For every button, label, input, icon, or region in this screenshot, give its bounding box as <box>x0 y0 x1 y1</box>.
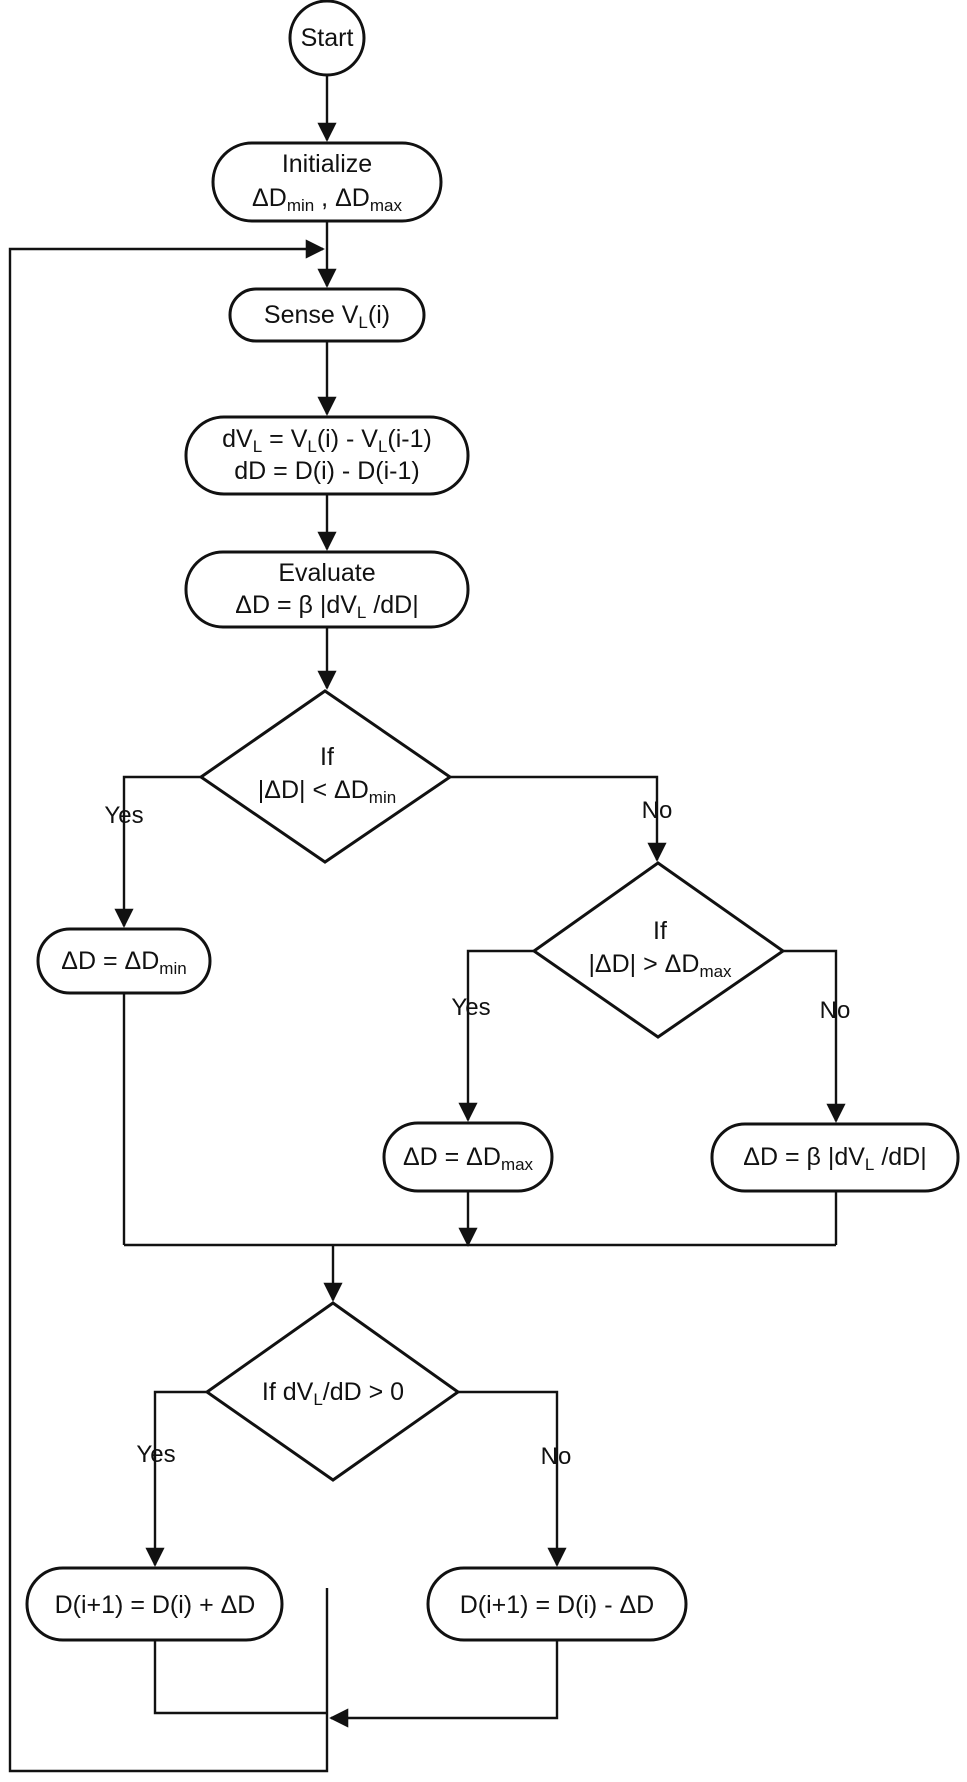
decision-delta-min-yes-label: Yes <box>104 802 143 829</box>
difference-node: dVL = VL(i) - VL(i-1) dD = D(i) - D(i-1) <box>184 415 470 496</box>
edge-dec2-yes <box>458 949 534 1122</box>
edge-dec1-no <box>450 775 667 862</box>
edge-dec3-yes <box>145 1390 207 1567</box>
decision-delta-min: If |ΔD| < ΔDmin <box>198 689 453 864</box>
edge-loop-back <box>8 239 329 1773</box>
edge-dec3-no <box>458 1390 567 1567</box>
increment-duty-label: D(i+1) = D(i) + ΔD <box>55 1591 256 1619</box>
decision-slope-sign-no-label: No <box>541 1443 572 1470</box>
edge-labels: Yes No Yes No Yes No <box>104 797 850 1470</box>
decision-delta-min-no-label: No <box>642 797 673 824</box>
decision-delta-max-if: If <box>653 917 667 945</box>
start-label: Start <box>301 24 354 52</box>
decision-delta-max-no-label: No <box>820 997 851 1024</box>
difference-voltage: dVL = VL(i) - VL(i-1) <box>222 425 432 456</box>
decision-slope-sign-condition: If dVL/dD > 0 <box>262 1378 404 1409</box>
edge-dec-down <box>329 1640 559 1728</box>
increment-duty-node: D(i+1) = D(i) + ΔD <box>25 1566 284 1642</box>
decision-delta-max-yes-label: Yes <box>451 994 490 1021</box>
decision-slope-sign: If dVL/dD > 0 <box>204 1301 461 1482</box>
decision-delta-min-if: If <box>320 743 334 771</box>
evaluate-formula: ΔD = β |dVL /dD| <box>235 591 418 622</box>
decision-delta-max-condition: |ΔD| > ΔDmax <box>588 950 732 981</box>
initialize-title: Initialize <box>282 150 372 178</box>
edge-inc-down <box>153 1640 327 1715</box>
evaluate-node: Evaluate ΔD = β |dVL /dD| <box>184 550 470 629</box>
initialize-node: Initialize ΔDmin , ΔDmax <box>211 141 443 223</box>
start-node: Start <box>288 0 366 77</box>
edge-dec2-no <box>783 949 846 1123</box>
edges <box>8 75 846 1773</box>
set-delta-max-node: ΔD = ΔDmax <box>382 1121 554 1193</box>
set-delta-max-label: ΔD = ΔDmax <box>403 1143 534 1174</box>
sense-node: Sense VL(i) <box>228 287 426 343</box>
initialize-params: ΔDmin , ΔDmax <box>252 184 402 215</box>
decrement-duty-node: D(i+1) = D(i) - ΔD <box>426 1566 688 1642</box>
decision-slope-sign-yes-label: Yes <box>136 1441 175 1468</box>
set-delta-min-label: ΔD = ΔDmin <box>61 947 186 978</box>
sense-label: Sense VL(i) <box>264 301 390 332</box>
set-delta-beta-label: ΔD = β |dVL /dD| <box>743 1143 926 1174</box>
edge-dec1-yes <box>114 775 201 928</box>
decision-delta-min-condition: |ΔD| < ΔDmin <box>258 776 396 807</box>
difference-duty: dD = D(i) - D(i-1) <box>234 457 419 485</box>
set-delta-beta-node: ΔD = β |dVL /dD| <box>710 1122 960 1193</box>
decrement-duty-label: D(i+1) = D(i) - ΔD <box>460 1591 654 1619</box>
decision-delta-max: If |ΔD| > ΔDmax <box>531 861 786 1039</box>
set-delta-min-node: ΔD = ΔDmin <box>36 927 212 995</box>
evaluate-title: Evaluate <box>278 559 375 587</box>
